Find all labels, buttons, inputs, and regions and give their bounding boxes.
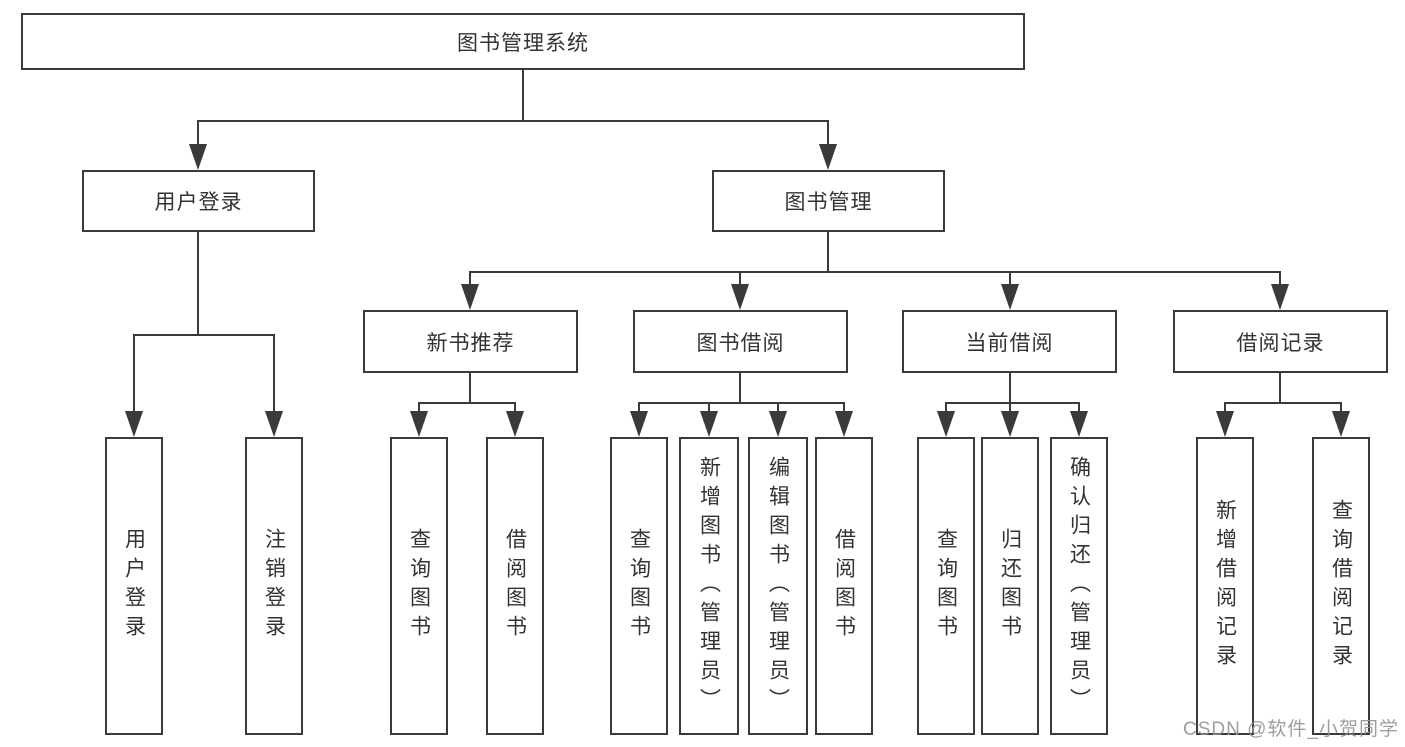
node-label: 借阅记录 <box>1236 331 1325 355</box>
arrow-down-icon <box>461 284 479 310</box>
node-label: 查询图书 <box>627 528 651 644</box>
node-label: 借阅图书 <box>832 528 856 644</box>
node-label: 编辑图书（管理员） <box>766 455 790 717</box>
connector-line <box>827 232 829 273</box>
arrow-down-icon <box>1070 411 1088 437</box>
connector-line <box>197 120 199 144</box>
arrow-down-icon <box>700 411 718 437</box>
node-label: 查询借阅记录 <box>1329 499 1353 673</box>
leaf-borrow-books: 借阅图书 <box>815 437 873 735</box>
node-book-management: 图书管理 <box>712 170 945 232</box>
connector-line <box>708 402 710 411</box>
arrow-down-icon <box>819 144 837 170</box>
connector-line <box>739 373 741 404</box>
connector-line <box>945 402 1080 404</box>
node-book-borrowing: 图书借阅 <box>633 310 848 373</box>
node-label: 图书借阅 <box>696 331 785 355</box>
arrow-down-icon <box>630 411 648 437</box>
node-label: 当前借阅 <box>965 331 1054 355</box>
connector-line <box>827 120 829 144</box>
connector-line <box>1224 402 1226 411</box>
arrow-down-icon <box>1271 284 1289 310</box>
connector-line <box>469 271 1281 273</box>
connector-line <box>638 402 845 404</box>
connector-line <box>197 120 829 122</box>
leaf-return-books: 归还图书 <box>981 437 1039 735</box>
connector-line <box>1078 402 1080 411</box>
connector-line <box>739 271 741 284</box>
arrow-down-icon <box>731 284 749 310</box>
node-label: 查询图书 <box>934 528 958 644</box>
connector-line <box>133 334 275 336</box>
connector-line <box>945 402 947 411</box>
node-label: 新增图书（管理员） <box>697 455 721 717</box>
node-user-login: 用户登录 <box>82 170 315 232</box>
connector-line <box>418 402 420 411</box>
node-label: 用户登录 <box>122 528 146 644</box>
connector-line <box>1340 402 1342 411</box>
arrow-down-icon <box>506 411 524 437</box>
node-label: 注销登录 <box>262 528 286 644</box>
leaf-query-books-current: 查询图书 <box>917 437 975 735</box>
node-current-borrowing: 当前借阅 <box>902 310 1117 373</box>
node-new-book-recommend: 新书推荐 <box>363 310 578 373</box>
arrow-down-icon <box>1001 411 1019 437</box>
connector-line <box>273 334 275 411</box>
arrow-down-icon <box>265 411 283 437</box>
node-label: 图书管理 <box>784 191 873 214</box>
leaf-user-login: 用户登录 <box>105 437 163 735</box>
leaf-add-books-admin: 新增图书（管理员） <box>679 437 739 735</box>
connector-line <box>843 402 845 411</box>
arrow-down-icon <box>410 411 428 437</box>
arrow-down-icon <box>937 411 955 437</box>
node-borrowing-records: 借阅记录 <box>1173 310 1388 373</box>
arrow-down-icon <box>1001 284 1019 310</box>
leaf-query-books-borrowing: 查询图书 <box>610 437 668 735</box>
node-label: 归还图书 <box>998 528 1022 644</box>
leaf-confirm-return-admin: 确认归还（管理员） <box>1050 437 1108 735</box>
arrow-down-icon <box>1332 411 1350 437</box>
node-label: 借阅图书 <box>503 528 527 644</box>
arrow-down-icon <box>125 411 143 437</box>
leaf-query-books-recommend: 查询图书 <box>390 437 448 735</box>
node-label: 查询图书 <box>407 528 431 644</box>
connector-line <box>522 70 524 122</box>
connector-line <box>1009 402 1011 411</box>
connector-line <box>1009 271 1011 284</box>
connector-line <box>469 373 471 404</box>
connector-line <box>197 232 199 335</box>
connector-line <box>469 271 471 284</box>
arrow-down-icon <box>1216 411 1234 437</box>
node-label: 确认归还（管理员） <box>1067 455 1091 717</box>
connector-line <box>638 402 640 411</box>
leaf-logout: 注销登录 <box>245 437 303 735</box>
connector-line <box>514 402 516 411</box>
leaf-add-borrow-record: 新增借阅记录 <box>1196 437 1254 735</box>
leaf-query-borrow-record: 查询借阅记录 <box>1312 437 1370 735</box>
connector-line <box>1224 402 1342 404</box>
connector-line <box>1279 271 1281 284</box>
node-library-management-system: 图书管理系统 <box>21 13 1025 70</box>
arrow-down-icon <box>189 144 207 170</box>
arrow-down-icon <box>835 411 853 437</box>
leaf-edit-books-admin: 编辑图书（管理员） <box>748 437 808 735</box>
connector-line <box>1279 373 1281 404</box>
arrow-down-icon <box>769 411 787 437</box>
leaf-borrow-books-recommend: 借阅图书 <box>486 437 544 735</box>
csdn-watermark: CSDN @软件_小贺同学 <box>1183 719 1399 740</box>
node-label: 新增借阅记录 <box>1213 499 1237 673</box>
node-label: 用户登录 <box>154 191 243 214</box>
node-label: 图书管理系统 <box>457 31 589 55</box>
connector-line <box>418 402 516 404</box>
connector-line <box>1009 373 1011 404</box>
connector-line <box>133 334 135 411</box>
node-label: 新书推荐 <box>426 331 515 355</box>
connector-line <box>777 402 779 411</box>
